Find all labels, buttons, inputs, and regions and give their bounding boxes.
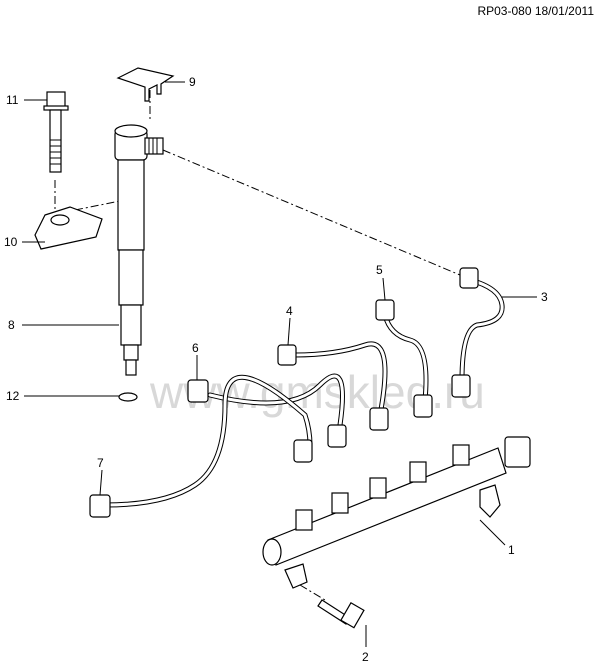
callout-7: 7 [97,456,104,470]
callout-10: 10 [4,235,18,249]
bolt-part-2[interactable] [317,599,365,629]
washer-part-12[interactable] [118,392,138,402]
callout-5: 5 [376,263,383,277]
leader-lines [22,81,537,647]
assembly-line [162,149,461,276]
callout-1: 1 [508,543,515,557]
pipe-part-3[interactable] [451,267,505,398]
fuel-rail-part-1[interactable] [262,436,531,589]
clip-part-9[interactable] [116,67,175,102]
callout-12: 12 [6,389,20,403]
callout-8: 8 [8,318,15,332]
clamp-part-10[interactable] [34,206,103,250]
injector-part-8[interactable] [114,124,164,376]
callout-2: 2 [362,650,369,664]
callout-9: 9 [189,75,196,89]
pipe-part-6[interactable] [187,373,347,448]
callout-6: 6 [192,341,199,355]
callout-11: 11 [6,93,19,107]
diagram-reference: RP03-080 18/01/2011 [477,4,594,18]
pipe-part-4[interactable] [277,341,389,431]
bolt-part-11[interactable] [43,91,69,173]
callout-4: 4 [286,304,293,318]
callout-3: 3 [541,290,548,304]
assembly-line [299,584,326,601]
